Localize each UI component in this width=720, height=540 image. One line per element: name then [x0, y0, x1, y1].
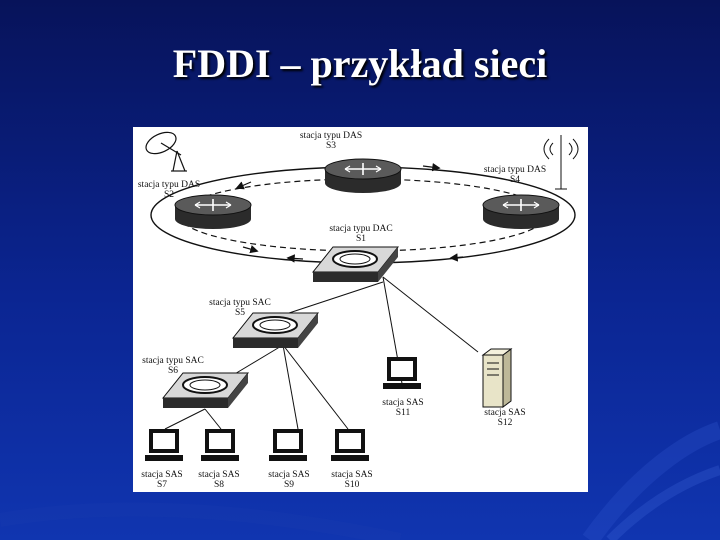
ring-direction-arrow [422, 162, 441, 172]
ring-direction-arrow [286, 254, 304, 263]
router-icon [174, 194, 252, 229]
computer-icon [269, 429, 307, 461]
radio-antenna-icon [543, 135, 579, 190]
slide-title: FDDI – przykład sieci [172, 41, 548, 86]
computer-icon [383, 357, 421, 389]
ring-direction-arrow [449, 253, 464, 262]
router-icon [482, 194, 560, 229]
ring-direction-arrow [235, 181, 252, 190]
router-icon [324, 158, 402, 193]
ring-direction-arrow [242, 245, 259, 254]
computer-icon [145, 429, 183, 461]
concentrator-icon [311, 246, 400, 282]
concentrator-icon [231, 312, 320, 348]
computer-icon [331, 429, 369, 461]
computer-icon [201, 429, 239, 461]
satellite-dish-icon [145, 131, 187, 172]
diagram-drawing [145, 131, 579, 461]
concentrator-icon [161, 372, 250, 408]
server-tower-icon [481, 348, 513, 408]
